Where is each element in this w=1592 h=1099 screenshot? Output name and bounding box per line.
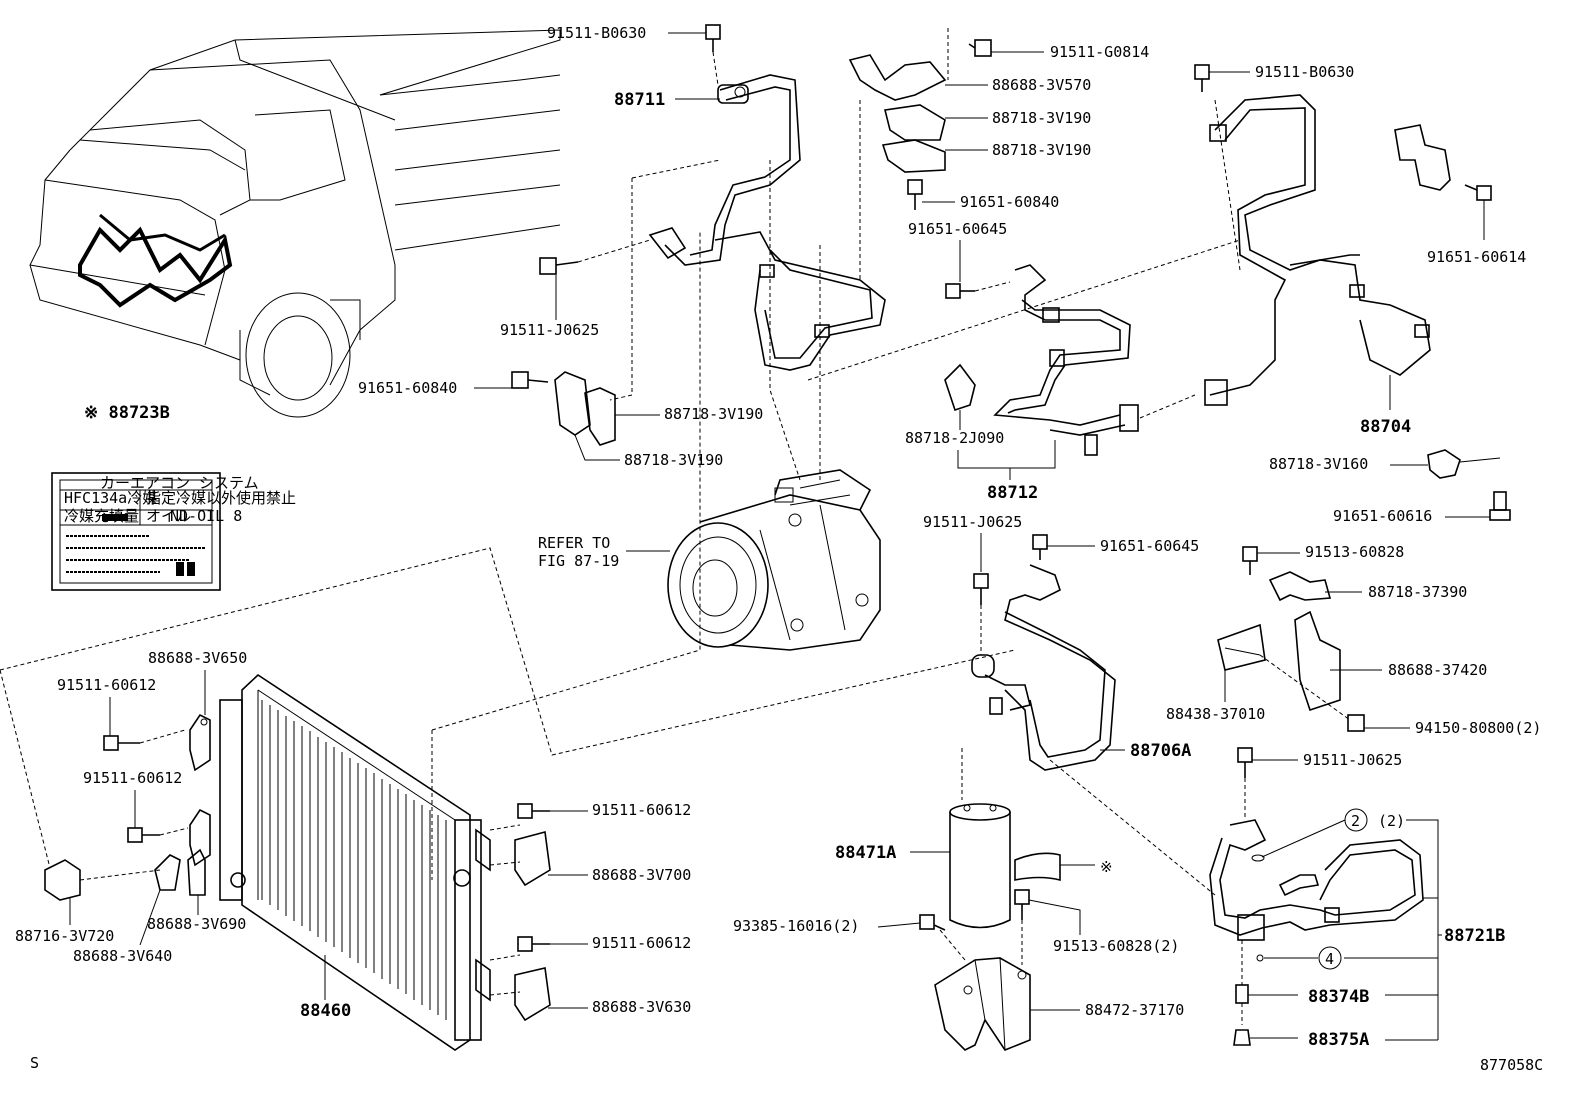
- label-93385-16016: 93385-16016(2): [733, 917, 859, 935]
- label-88718-2j090: 88718-2J090: [905, 429, 1004, 447]
- label-91511-b0630-a: 91511-B0630: [547, 24, 646, 42]
- label-refer-to: REFER TO: [538, 534, 610, 552]
- label-fig-87-19: FIG 87-19: [538, 552, 619, 570]
- label-91651-60616: 91651-60616: [1333, 507, 1432, 525]
- bracket-stack-center: [848, 39, 992, 173]
- label-circle-2: 2: [1351, 812, 1360, 830]
- condenser-left-brackets: [44, 713, 211, 901]
- cap-88375a: [1233, 1029, 1251, 1046]
- label-91513-60828-b: 91513-60828(2): [1053, 937, 1179, 955]
- label-88706a: 88706A: [1130, 741, 1191, 761]
- label-88374b: 88374B: [1308, 987, 1369, 1007]
- label-circle-4: 4: [1325, 950, 1334, 968]
- label-91511-j0625-c: 91511-J0625: [1303, 751, 1402, 769]
- condenser-assembly: [219, 673, 482, 1051]
- clamp-88718-3v190-a: [554, 371, 591, 436]
- label-91651-60645-a: 91651-60645: [908, 220, 1007, 238]
- clamp-88718-37390: [1268, 571, 1332, 602]
- receiver-bracket-88472: [934, 957, 1031, 1051]
- receiver-drier: [949, 803, 1061, 929]
- label-91511-60612-b: 91511-60612: [83, 769, 182, 787]
- label-91651-60614: 91651-60614: [1427, 248, 1526, 266]
- ac-system-decal: カーエアコン システム HFC134a冷媒 指定冷媒以外使用禁止 冷媒充填量 オ…: [51, 472, 296, 591]
- bolt-91511-b0630-a: [705, 24, 721, 40]
- label-88688-3v570: 88688-3V570: [992, 76, 1091, 94]
- label-88718-3v190-c: 88718-3V190: [992, 109, 1091, 127]
- decal-title: カーエアコン システム: [100, 474, 259, 492]
- bracket-88688-37420: [1294, 610, 1341, 712]
- label-88718-3v160: 88718-3V160: [1269, 455, 1368, 473]
- label-88688-3v650: 88688-3V650: [148, 649, 247, 667]
- label-88704: 88704: [1360, 417, 1411, 437]
- label-88438-37010: 88438-37010: [1166, 705, 1265, 723]
- condenser-right-brackets: [475, 803, 551, 1022]
- decal-warning: 指定冷媒以外使用禁止: [146, 489, 296, 507]
- label-88716-3v720: 88716-3V720: [15, 927, 114, 945]
- label-88718-3v190-b: 88718-3V190: [624, 451, 723, 469]
- footer-left-mark: S: [30, 1054, 39, 1072]
- label-88375a: 88375A: [1308, 1030, 1369, 1050]
- label-91651-60645-b: 91651-60645: [1100, 537, 1199, 555]
- label-88712: 88712: [987, 483, 1038, 503]
- label-91511-60612-d: 91511-60612: [592, 934, 691, 952]
- suction-tube-88712: [944, 264, 1139, 456]
- label-88711: 88711: [614, 90, 665, 110]
- switch-88374b: [1235, 984, 1249, 1004]
- hose-88721b: [1209, 819, 1424, 962]
- callout-circle-4: [1318, 946, 1342, 970]
- label-91511-60612-a: 91511-60612: [57, 676, 156, 694]
- label-91511-g0814: 91511-G0814: [1050, 43, 1149, 61]
- label-91651-60840-b: 91651-60840: [960, 193, 1059, 211]
- label-91511-j0625-b: 91511-J0625: [923, 513, 1022, 531]
- label-88718-3v190-d: 88718-3V190: [992, 141, 1091, 159]
- liquid-tube-88706a: [971, 564, 1116, 771]
- label-91511-j0625-a: 91511-J0625: [500, 321, 599, 339]
- callout-circle-2: [1344, 808, 1368, 832]
- truck-cab-illustration: [29, 29, 561, 418]
- label-88688-3v640: 88688-3V640: [73, 947, 172, 965]
- diagram-code: 877058C: [1480, 1056, 1543, 1074]
- condenser-fins: [261, 700, 447, 1020]
- label-91511-60612-c: 91511-60612: [592, 801, 691, 819]
- label-88472-37170: 88472-37170: [1085, 1001, 1184, 1019]
- label-88723b: ※ 88723B: [84, 403, 170, 423]
- label-88460: 88460: [300, 1001, 351, 1021]
- clip-88718-3v160: [1427, 449, 1461, 479]
- label-91513-60828-a: 91513-60828: [1305, 543, 1404, 561]
- label-88471a: 88471A: [835, 843, 896, 863]
- plate-88438-37010: [1217, 623, 1266, 671]
- label-note-mark: ※: [1100, 858, 1113, 876]
- label-91511-b0630-b: 91511-B0630: [1255, 63, 1354, 81]
- hose-88704: [1204, 94, 1431, 406]
- label-88718-3v190-a: 88718-3V190: [664, 405, 763, 423]
- compressor: [667, 469, 881, 651]
- label-94150-80800: 94150-80800(2): [1415, 719, 1541, 737]
- decal-oil-value: ND-OIL 8: [170, 507, 242, 525]
- label-88721b: 88721B: [1444, 926, 1505, 946]
- bracket-88704-top: [1394, 124, 1451, 191]
- label-88688-37420: 88688-37420: [1388, 661, 1487, 679]
- label-88718-37390: 88718-37390: [1368, 583, 1467, 601]
- label-88688-3v700: 88688-3V700: [592, 866, 691, 884]
- discharge-hose-88711: [648, 74, 886, 371]
- decal-refrigerant: HFC134a冷媒: [64, 489, 157, 507]
- label-qty-2: (2): [1378, 812, 1405, 830]
- clamp-88718-3v190-b: [584, 387, 616, 446]
- decal-oil-label: オイル: [146, 507, 191, 525]
- label-91651-60840-a: 91651-60840: [358, 379, 457, 397]
- label-88688-3v630: 88688-3V630: [592, 998, 691, 1016]
- label-88688-3v690: 88688-3V690: [147, 915, 246, 933]
